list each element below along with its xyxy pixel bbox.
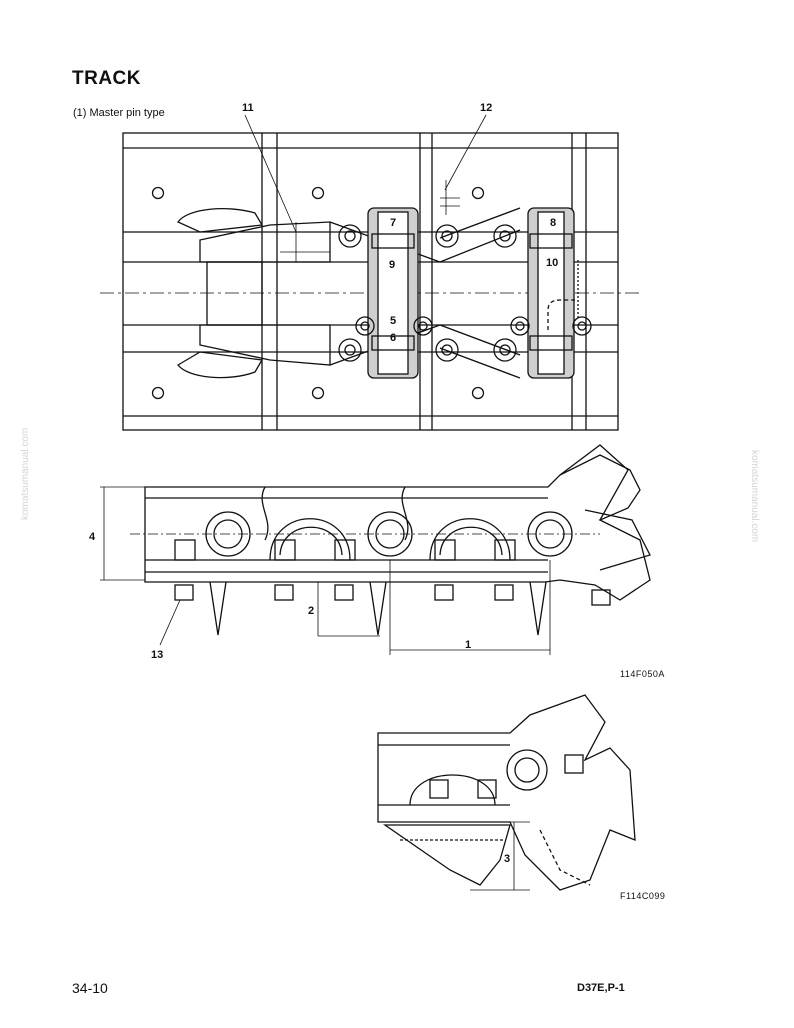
callout-2: 2	[308, 605, 314, 617]
callout-6: 6	[390, 332, 396, 344]
callout-11: 11	[242, 102, 254, 114]
callout-8: 8	[550, 217, 556, 229]
figure-code-bottom: F114C099	[620, 891, 666, 901]
callout-1: 1	[465, 639, 471, 651]
page-title: TRACK	[72, 68, 141, 89]
track-plan-view	[100, 114, 640, 431]
callout-5: 5	[390, 315, 396, 327]
callout-4: 4	[89, 531, 96, 543]
callout-12: 12	[480, 102, 492, 114]
callout-3: 3	[504, 853, 510, 865]
model-label: D37E,P-1	[577, 982, 625, 994]
section-subtitle: (1) Master pin type	[73, 107, 165, 119]
track-side-view	[100, 444, 651, 655]
callout-13: 13	[151, 649, 163, 661]
figure-code-top: 114F050A	[620, 669, 665, 679]
callout-7: 7	[390, 217, 396, 229]
track-detail-view	[377, 694, 636, 891]
callout-9: 9	[389, 259, 395, 271]
callout-10: 10	[546, 257, 558, 269]
page-number: 34-10	[72, 980, 108, 996]
